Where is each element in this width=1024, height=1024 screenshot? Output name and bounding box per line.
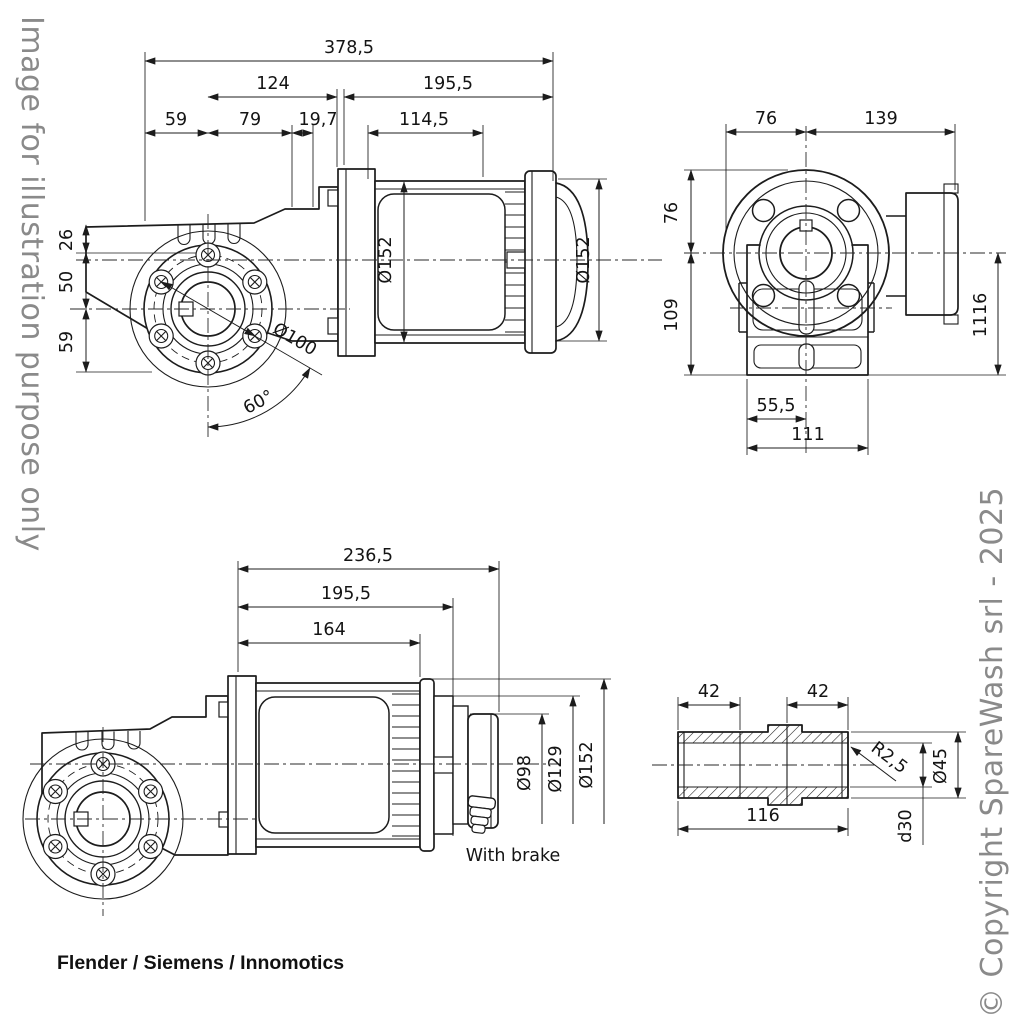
brand-caption: Flender / Siemens / Innomotics [57, 952, 344, 974]
dim-42-left: 42 [698, 682, 720, 702]
dim-164: 164 [312, 620, 345, 640]
watermark-right: © Copyright SpareWash srl - 2025 [975, 487, 1010, 1018]
dim-114-5: 114,5 [399, 110, 449, 130]
dim-dia45: Ø45 [931, 748, 951, 784]
front-view: 76 139 76 109 1116 55,5 111 [662, 109, 1006, 456]
terminal-cover [258, 696, 390, 834]
side-view: 378,5 124 195,5 59 79 19,7 114,5 26 5 [57, 38, 662, 438]
dim-124: 124 [256, 74, 289, 94]
housing-slot [101, 731, 115, 751]
dim-19-7: 19,7 [299, 110, 338, 130]
dim-42-right: 42 [807, 682, 829, 702]
dim-dia152-body: Ø152 [376, 236, 396, 283]
dim-111: 111 [791, 425, 824, 445]
dim-1116: 1116 [971, 293, 991, 338]
dim-overall: 378,5 [324, 38, 374, 58]
dim-76-top: 76 [755, 109, 777, 129]
dim-55-5: 55,5 [757, 396, 796, 416]
shaft-outline [677, 724, 849, 806]
dim-76-left: 76 [662, 202, 682, 224]
bolt-hole [836, 198, 861, 223]
dim-dia152-brake: Ø152 [577, 741, 597, 788]
dim-dia152-fan: Ø152 [574, 236, 594, 283]
dim-109: 109 [662, 298, 682, 331]
dim-195-5: 195,5 [423, 74, 473, 94]
cooling-fins [392, 693, 420, 837]
cable-gland [467, 795, 497, 834]
end-bell [524, 170, 557, 354]
dim-26: 26 [57, 229, 77, 251]
dim-116: 116 [746, 806, 779, 826]
dim-50: 50 [57, 271, 77, 293]
fan-cap [555, 182, 589, 342]
brake-view-dimensions: 236,5 195,5 164 Ø98 Ø129 Ø152 With brake [237, 546, 611, 866]
motor-with-brake [218, 675, 499, 855]
housing-slot [127, 731, 141, 750]
dim-r2-5: R2,5 [867, 738, 911, 778]
shaft-view: 42 42 116 Ø45 d30 R2,5 [652, 682, 966, 845]
brake-view: 236,5 195,5 164 Ø98 Ø129 Ø152 With brake [22, 546, 611, 916]
dim-195-5-brake: 195,5 [321, 584, 371, 604]
bolt-hole [836, 283, 861, 308]
dim-d30: d30 [896, 809, 916, 842]
dim-dia129: Ø129 [546, 745, 566, 792]
front-view-dimensions: 76 139 76 109 1116 55,5 111 [662, 109, 1006, 455]
end-bell [419, 678, 435, 852]
front-motor [886, 183, 959, 325]
motor-body [327, 168, 589, 357]
dim-60deg: 60° [240, 386, 277, 418]
dim-dia98: Ø98 [515, 755, 535, 791]
dim-59: 59 [165, 110, 187, 130]
front-housing [722, 169, 890, 376]
housing-slot [177, 224, 191, 246]
dim-v59: 59 [57, 331, 77, 353]
with-brake-label: With brake [466, 846, 561, 866]
housing-slot [75, 732, 89, 751]
watermark-left: Image for illustration purpose only [14, 16, 49, 552]
dim-236-5: 236,5 [343, 546, 393, 566]
hatched-wall-bottom [678, 787, 848, 805]
bolt-hole [751, 283, 776, 308]
shaft-dimensions: 42 42 116 Ø45 d30 R2,5 [677, 682, 966, 845]
dim-79: 79 [239, 110, 261, 130]
dim-139: 139 [864, 109, 897, 129]
bolt-hole [751, 198, 776, 223]
hatched-wall-top [678, 725, 848, 743]
